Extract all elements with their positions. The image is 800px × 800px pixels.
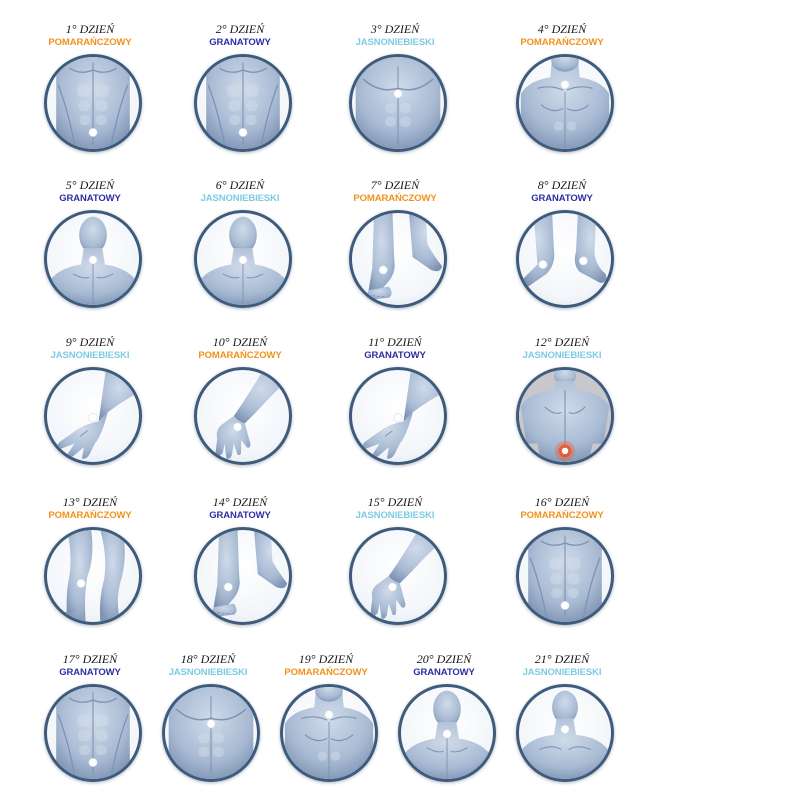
day-label: 1° DZIEŃ [65,22,115,36]
color-label: POMARAŃCZOWY [353,193,437,204]
day-label: 13° DZIEŃ [62,495,118,509]
day-label: 18° DZIEŃ [180,652,236,666]
day-label: 7° DZIEŃ [370,178,420,192]
color-label: GRANATOWY [209,37,271,48]
color-label: GRANATOWY [209,510,271,521]
day-label: 10° DZIEŃ [212,335,268,349]
feet-ankles-point-icon [516,210,614,308]
color-label: JASNONIEBIESKI [355,510,435,521]
day-label: 21° DZIEŃ [534,652,590,666]
color-label: JASNONIEBIESKI [50,350,130,361]
color-label: GRANATOWY [59,667,121,678]
day-label: 15° DZIEŃ [367,495,423,509]
day-label: 20° DZIEŃ [416,652,472,666]
color-label: JASNONIEBIESKI [355,37,435,48]
day-label: 16° DZIEŃ [534,495,590,509]
color-label: GRANATOWY [413,667,475,678]
foot-ankle-point-icon [349,210,447,308]
upper-chest-throat-point-icon [280,684,378,782]
leg-calf-point-icon [44,527,142,625]
color-label: GRANATOWY [59,193,121,204]
day-label: 5° DZIEŃ [65,178,115,192]
foot-ankle-point-icon [194,527,292,625]
color-label: JASNONIEBIESKI [522,667,602,678]
arm-palm-point-icon [194,367,292,465]
abdomen-navel-point-icon [44,684,142,782]
abdomen-navel-point-icon [194,54,292,152]
color-label: GRANATOWY [364,350,426,361]
day-label: 12° DZIEŃ [534,335,590,349]
day-label: 8° DZIEŃ [537,178,587,192]
chest-sternum-point-icon [162,684,260,782]
day-label: 14° DZIEŃ [212,495,268,509]
color-label: JASNONIEBIESKI [168,667,248,678]
back-neck-point-icon [194,210,292,308]
color-label: JASNONIEBIESKI [200,193,280,204]
color-label: JASNONIEBIESKI [522,350,602,361]
day-label: 6° DZIEŃ [215,178,265,192]
abdomen-navel-point-icon [516,527,614,625]
lower-back-glow-point-icon [516,367,614,465]
day-label: 11° DZIEŃ [368,335,422,349]
day-label: 17° DZIEŃ [62,652,118,666]
day-label: 9° DZIEŃ [65,335,115,349]
back-neck-point-icon [44,210,142,308]
hand-wrist-point-icon [44,367,142,465]
color-label: GRANATOWY [531,193,593,204]
hand-wrist-point-icon [349,367,447,465]
day-label: 4° DZIEŃ [537,22,587,36]
shoulders-neck-point-icon [516,684,614,782]
color-label: POMARAŃCZOWY [198,350,282,361]
arm-palm-point-icon [349,527,447,625]
color-label: POMARAŃCZOWY [48,37,132,48]
day-label: 2° DZIEŃ [215,22,265,36]
color-label: POMARAŃCZOWY [48,510,132,521]
color-label: POMARAŃCZOWY [520,510,604,521]
abdomen-navel-point-icon [44,54,142,152]
back-neck-point-icon [398,684,496,782]
color-label: POMARAŃCZOWY [284,667,368,678]
chest-sternum-point-icon [349,54,447,152]
day-label: 3° DZIEŃ [370,22,420,36]
upper-chest-throat-point-icon [516,54,614,152]
color-label: POMARAŃCZOWY [520,37,604,48]
day-label: 19° DZIEŃ [298,652,354,666]
